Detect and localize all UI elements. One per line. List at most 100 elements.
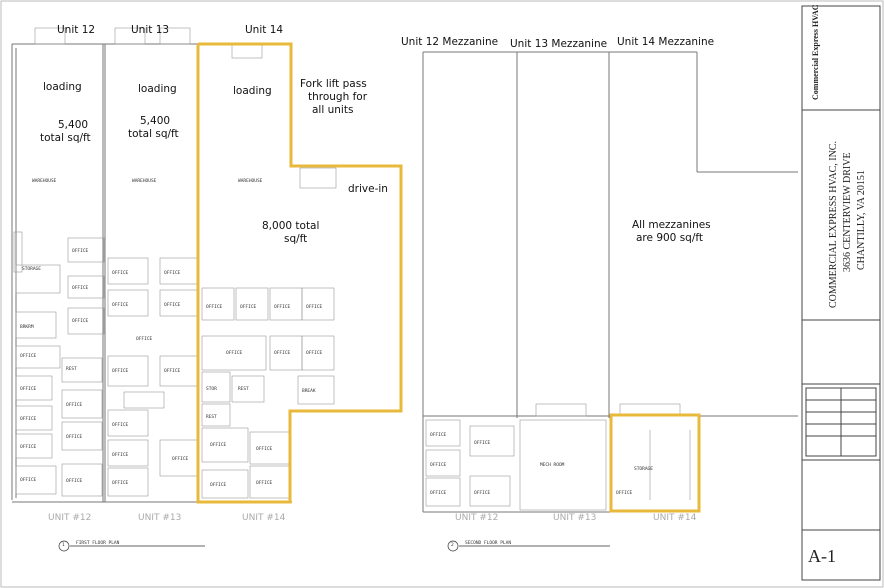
unit13-offices: OFFICE OFFICE OFFICE OFFICE OFFICE OFFIC… bbox=[107, 257, 199, 497]
svg-text:REST: REST bbox=[66, 366, 77, 372]
svg-text:OFFICE: OFFICE bbox=[164, 302, 181, 308]
svg-text:STOR: STOR bbox=[206, 386, 217, 392]
first-floor-labels: Unit 12 Unit 13 Unit 14 loading loading … bbox=[40, 24, 388, 523]
company-city: CHANTILLY, VA 20151 bbox=[856, 170, 867, 270]
svg-text:OFFICE: OFFICE bbox=[274, 350, 291, 356]
svg-text:OFFICE: OFFICE bbox=[112, 480, 129, 486]
svg-text:OFFICE: OFFICE bbox=[210, 482, 227, 488]
svg-text:OFFICE: OFFICE bbox=[226, 350, 243, 356]
svg-text:OFFICE: OFFICE bbox=[66, 478, 83, 484]
forklift-note-line3: all units bbox=[312, 104, 353, 116]
second-floor-plan: OFFICE OFFICE OFFICE OFFICE OFFICE MECH … bbox=[422, 51, 798, 552]
svg-text:OFFICE: OFFICE bbox=[20, 444, 37, 450]
svg-text:OFFICE: OFFICE bbox=[206, 304, 223, 310]
first-floor-plan: OFFICE OFFICE OFFICE STORAGE BRKRM OFFIC… bbox=[11, 27, 403, 552]
sheet-number: A-1 bbox=[808, 546, 836, 566]
company-address: 3636 CENTERVIEW DRIVE bbox=[842, 152, 853, 272]
svg-text:STORAGE: STORAGE bbox=[22, 266, 41, 272]
unit13-area-value: 5,400 bbox=[140, 115, 170, 127]
svg-text:OFFICE: OFFICE bbox=[274, 304, 291, 310]
svg-text:FIRST FLOOR PLAN: FIRST FLOOR PLAN bbox=[76, 540, 120, 546]
svg-text:OFFICE: OFFICE bbox=[72, 285, 89, 291]
unit14-area-unit: sq/ft bbox=[284, 233, 307, 245]
unit13-mezzanine-title: Unit 13 Mezzanine bbox=[510, 38, 607, 50]
svg-text:OFFICE: OFFICE bbox=[430, 490, 447, 496]
svg-text:STORAGE: STORAGE bbox=[634, 466, 653, 472]
svg-text:OFFICE: OFFICE bbox=[474, 440, 491, 446]
svg-text:OFFICE: OFFICE bbox=[66, 434, 83, 440]
unit14-loading: loading bbox=[233, 85, 272, 97]
unit12-mezzanine-title: Unit 12 Mezzanine bbox=[401, 36, 498, 48]
svg-text:OFFICE: OFFICE bbox=[20, 477, 37, 483]
svg-text:SECOND FLOOR PLAN: SECOND FLOOR PLAN bbox=[465, 540, 511, 546]
second-floor-plan-title: 2 SECOND FLOOR PLAN bbox=[447, 540, 610, 552]
svg-text:OFFICE: OFFICE bbox=[616, 490, 633, 496]
company-logo: Commercial Express HVAC bbox=[811, 4, 820, 100]
svg-text:OFFICE: OFFICE bbox=[430, 432, 447, 438]
unit14-title: Unit 14 bbox=[245, 24, 283, 36]
drive-in-label: drive-in bbox=[348, 183, 388, 195]
svg-text:OFFICE: OFFICE bbox=[306, 304, 323, 310]
svg-text:OFFICE: OFFICE bbox=[112, 302, 129, 308]
svg-text:OFFICE: OFFICE bbox=[256, 480, 273, 486]
unit12-mezz-bottom-label: UNIT #12 bbox=[455, 513, 498, 523]
second-floor-labels: Unit 12 Mezzanine Unit 13 Mezzanine Unit… bbox=[401, 36, 714, 523]
svg-text:OFFICE: OFFICE bbox=[20, 353, 37, 359]
svg-text:OFFICE: OFFICE bbox=[164, 368, 181, 374]
unit14-mezzanine-highlight bbox=[609, 413, 701, 513]
unit12-bottom-label: UNIT #12 bbox=[48, 513, 91, 523]
svg-text:OFFICE: OFFICE bbox=[112, 270, 129, 276]
unit14-mezzanine-title: Unit 14 Mezzanine bbox=[617, 36, 714, 48]
unit12-offices: OFFICE OFFICE OFFICE STORAGE BRKRM OFFIC… bbox=[13, 231, 105, 497]
svg-text:MECH ROOM: MECH ROOM bbox=[540, 462, 565, 468]
unit13-title: Unit 13 bbox=[131, 24, 169, 36]
forklift-note-line2: through for bbox=[308, 91, 368, 103]
unit14-offices: OFFICE OFFICE OFFICE OFFICE OFFICE OFFIC… bbox=[201, 287, 335, 499]
first-floor-plan-title: 1 FIRST FLOOR PLAN bbox=[58, 540, 205, 552]
svg-text:OFFICE: OFFICE bbox=[72, 318, 89, 324]
unit12-area-unit: total sq/ft bbox=[40, 132, 91, 144]
unit14-mezz-bottom-label: UNIT #14 bbox=[653, 513, 697, 523]
svg-text:OFFICE: OFFICE bbox=[172, 456, 189, 462]
svg-text:OFFICE: OFFICE bbox=[112, 452, 129, 458]
unit13-bottom-label: UNIT #13 bbox=[138, 513, 181, 523]
svg-text:OFFICE: OFFICE bbox=[256, 446, 273, 452]
unit12-loading: loading bbox=[43, 81, 82, 93]
unit12-area-value: 5,400 bbox=[58, 119, 88, 131]
svg-text:OFFICE: OFFICE bbox=[72, 248, 89, 254]
svg-text:OFFICE: OFFICE bbox=[240, 304, 257, 310]
warehouse-tag-13: WAREHOUSE bbox=[132, 178, 157, 184]
svg-text:OFFICE: OFFICE bbox=[164, 270, 181, 276]
unit13-area-unit: total sq/ft bbox=[128, 128, 179, 140]
svg-text:OFFICE: OFFICE bbox=[20, 386, 37, 392]
warehouse-tag-14: WAREHOUSE bbox=[238, 178, 263, 184]
svg-text:OFFICE: OFFICE bbox=[210, 442, 227, 448]
unit13-mezz-bottom-label: UNIT #13 bbox=[553, 513, 596, 523]
unit13-loading: loading bbox=[138, 83, 177, 95]
svg-text:REST: REST bbox=[206, 414, 217, 420]
unit14-highlight bbox=[196, 42, 403, 504]
warehouse-tag-12: WAREHOUSE bbox=[32, 178, 57, 184]
svg-text:BREAK: BREAK bbox=[302, 388, 316, 394]
title-block: Commercial Express HVAC COMMERCIAL EXPRE… bbox=[801, 4, 881, 581]
svg-text:OFFICE: OFFICE bbox=[430, 462, 447, 468]
unit14-area-value: 8,000 total bbox=[262, 220, 319, 232]
svg-text:OFFICE: OFFICE bbox=[66, 402, 83, 408]
company-name: COMMERCIAL EXPRESS HVAC, INC. bbox=[828, 141, 839, 308]
forklift-note-line1: Fork lift pass bbox=[300, 78, 367, 90]
svg-text:1: 1 bbox=[62, 542, 65, 548]
svg-text:REST: REST bbox=[238, 386, 249, 392]
mezzanine-area-note-line2: are 900 sq/ft bbox=[636, 232, 703, 244]
svg-text:OFFICE: OFFICE bbox=[306, 350, 323, 356]
svg-text:OFFICE: OFFICE bbox=[136, 336, 153, 342]
unit12-title: Unit 12 bbox=[57, 24, 95, 36]
mezzanine-area-note-line1: All mezzanines bbox=[632, 219, 711, 231]
svg-text:OFFICE: OFFICE bbox=[20, 416, 37, 422]
unit14-bottom-label: UNIT #14 bbox=[242, 513, 286, 523]
svg-text:OFFICE: OFFICE bbox=[474, 490, 491, 496]
svg-text:OFFICE: OFFICE bbox=[112, 422, 129, 428]
svg-text:BRKRM: BRKRM bbox=[20, 324, 34, 330]
svg-text:2: 2 bbox=[451, 542, 454, 548]
